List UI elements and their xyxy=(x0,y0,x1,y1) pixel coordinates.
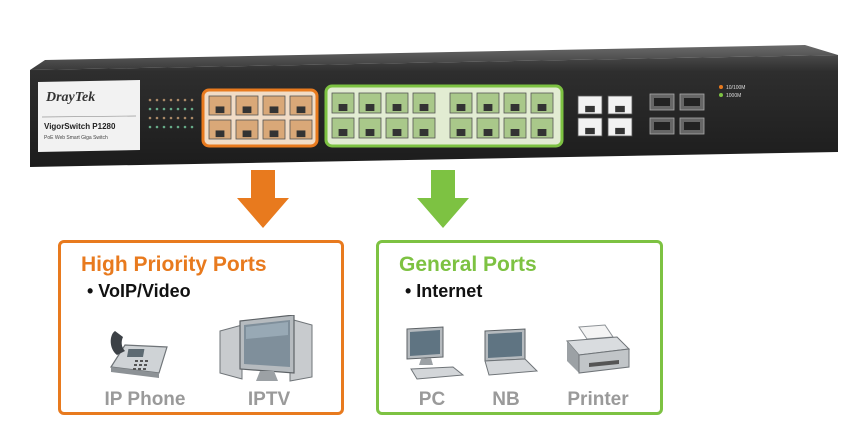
combo-port xyxy=(577,95,603,115)
led xyxy=(176,125,180,129)
led xyxy=(148,107,152,111)
rj45-port xyxy=(530,117,554,139)
pc-label: PC xyxy=(418,389,446,410)
rj45-port xyxy=(358,92,382,114)
rj45-port xyxy=(235,119,259,140)
rj45-port xyxy=(262,95,286,116)
pc-icon xyxy=(406,326,465,380)
general-bullet: • Internet xyxy=(405,281,483,301)
led xyxy=(169,125,173,129)
led xyxy=(169,116,173,120)
sfp-port xyxy=(679,117,705,135)
rj45-port xyxy=(476,92,500,114)
nb-label: NB xyxy=(492,389,520,410)
rj45-port xyxy=(289,95,313,116)
rj45-port xyxy=(476,117,500,139)
rj45-port xyxy=(208,95,232,116)
model-subtitle: PoE Web Smart Giga Switch xyxy=(44,135,108,141)
high-priority-bullet: • VoIP/Video xyxy=(87,281,191,301)
rj45-port xyxy=(235,95,259,116)
rj45-port xyxy=(331,92,355,114)
led xyxy=(155,98,159,102)
switch-top xyxy=(30,45,838,70)
led xyxy=(169,98,173,102)
combo-port xyxy=(577,117,603,137)
led xyxy=(148,116,152,120)
led xyxy=(183,98,187,102)
legend-10-100: 10/100M xyxy=(726,85,745,91)
sfp-port xyxy=(649,117,675,135)
led xyxy=(162,116,166,120)
led xyxy=(148,98,152,102)
led xyxy=(176,98,180,102)
rj45-port xyxy=(530,92,554,114)
legend-dot-10-100 xyxy=(719,85,723,89)
led xyxy=(155,125,159,129)
rj45-port xyxy=(412,92,436,114)
orange-arrow xyxy=(237,170,289,228)
notebook-icon xyxy=(484,328,539,376)
iptv-icon xyxy=(219,315,313,382)
rj45-port xyxy=(503,117,527,139)
general-box: General Ports • Internet PC NB Printer xyxy=(376,240,663,415)
led xyxy=(183,107,187,111)
led xyxy=(190,98,194,102)
rj45-port xyxy=(385,117,409,139)
rj45-port xyxy=(331,117,355,139)
led xyxy=(190,125,194,129)
led xyxy=(148,125,152,129)
high-priority-title: High Priority Ports xyxy=(81,253,267,276)
ip-phone-icon xyxy=(109,331,168,378)
model-plate xyxy=(38,80,140,152)
led xyxy=(183,116,187,120)
rj45-port xyxy=(449,117,473,139)
legend-dot-1000 xyxy=(719,93,723,97)
sfp-port xyxy=(649,93,675,111)
rj45-port xyxy=(385,92,409,114)
led xyxy=(162,107,166,111)
led xyxy=(155,107,159,111)
rj45-port xyxy=(208,119,232,140)
rj45-port xyxy=(503,92,527,114)
brand-logo: DrayTek xyxy=(45,90,95,105)
combo-port xyxy=(607,117,633,137)
rj45-port xyxy=(262,119,286,140)
led xyxy=(162,125,166,129)
led xyxy=(190,107,194,111)
rj45-port xyxy=(358,117,382,139)
led xyxy=(169,107,173,111)
led xyxy=(183,125,187,129)
rj45-port xyxy=(449,92,473,114)
legend-1000: 1000M xyxy=(726,93,741,99)
general-title: General Ports xyxy=(399,253,537,276)
led xyxy=(190,116,194,120)
led xyxy=(162,98,166,102)
rj45-port xyxy=(289,119,313,140)
printer-icon xyxy=(565,324,631,374)
led xyxy=(176,116,180,120)
led xyxy=(155,116,159,120)
combo-port xyxy=(607,95,633,115)
rj45-port xyxy=(412,117,436,139)
model-name: VigorSwitch P1280 xyxy=(44,122,116,131)
high-priority-box: High Priority Ports • VoIP/Video IP Phon… xyxy=(58,240,344,415)
high-priority-port-group xyxy=(201,88,319,148)
general-port-group xyxy=(324,84,564,148)
network-switch: DrayTek VigorSwitch P1280 PoE Web Smart … xyxy=(30,45,838,167)
led xyxy=(176,107,180,111)
sfp-port xyxy=(679,93,705,111)
printer-label: Printer xyxy=(567,389,629,410)
iptv-label: IPTV xyxy=(247,389,291,410)
status-leds xyxy=(148,98,194,129)
green-arrow xyxy=(417,170,469,228)
ip-phone-label: IP Phone xyxy=(104,389,186,410)
